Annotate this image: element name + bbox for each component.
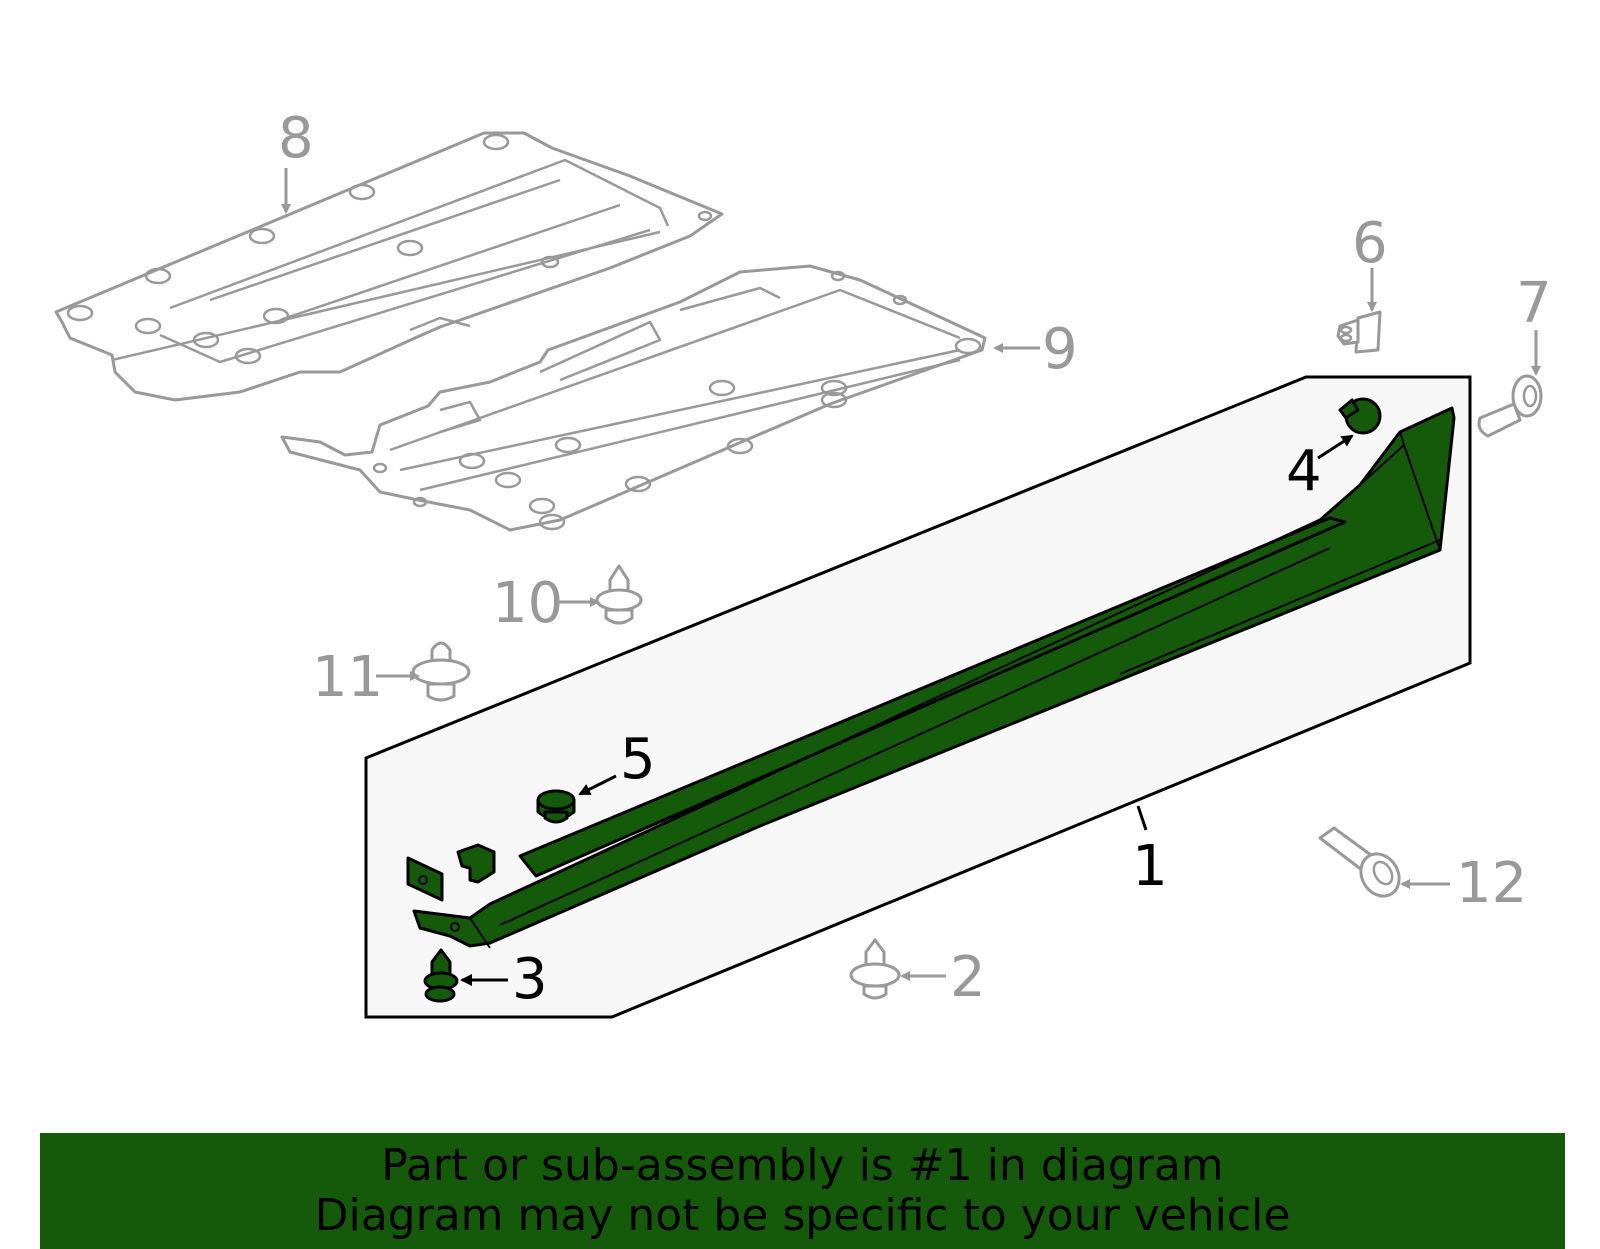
callout-1: 1 (1132, 834, 1168, 899)
callout-2: 2 (950, 945, 986, 1010)
part-1-rocker-molding (412, 406, 1456, 949)
callout-5: 5 (620, 727, 656, 792)
part-2-push-clip (849, 938, 901, 1000)
part-10-push-clip (595, 564, 643, 625)
part-6-clip (1336, 310, 1382, 354)
part-11-push-clip (411, 641, 471, 702)
callout-7: 7 (1516, 271, 1552, 336)
part-8-underbody-shield (54, 131, 724, 402)
green-retainer-clips (406, 843, 496, 902)
part-7-screw (1477, 374, 1543, 438)
part-9-underbody-shield (280, 264, 987, 532)
callout-10: 10 (492, 571, 563, 636)
part-4-clip (1338, 397, 1382, 435)
callout-4: 4 (1286, 439, 1322, 504)
part-5-nut (536, 789, 576, 824)
callout-6: 6 (1352, 211, 1388, 276)
banner-line-part-number: Part or sub-assembly is #1 in diagram (381, 1140, 1224, 1191)
part-3-push-clip (423, 948, 459, 1003)
callout-3: 3 (512, 947, 548, 1012)
info-banner: Part or sub-assembly is #1 in diagram Di… (40, 1133, 1565, 1249)
part-12-bolt (1318, 826, 1401, 898)
banner-line-disclaimer: Diagram may not be specific to your vehi… (314, 1190, 1291, 1241)
callout-arrows (281, 168, 1541, 986)
callout-12: 12 (1456, 851, 1527, 916)
callout-8: 8 (278, 106, 314, 171)
callout-11: 11 (312, 645, 383, 710)
callout-9: 9 (1042, 317, 1078, 382)
